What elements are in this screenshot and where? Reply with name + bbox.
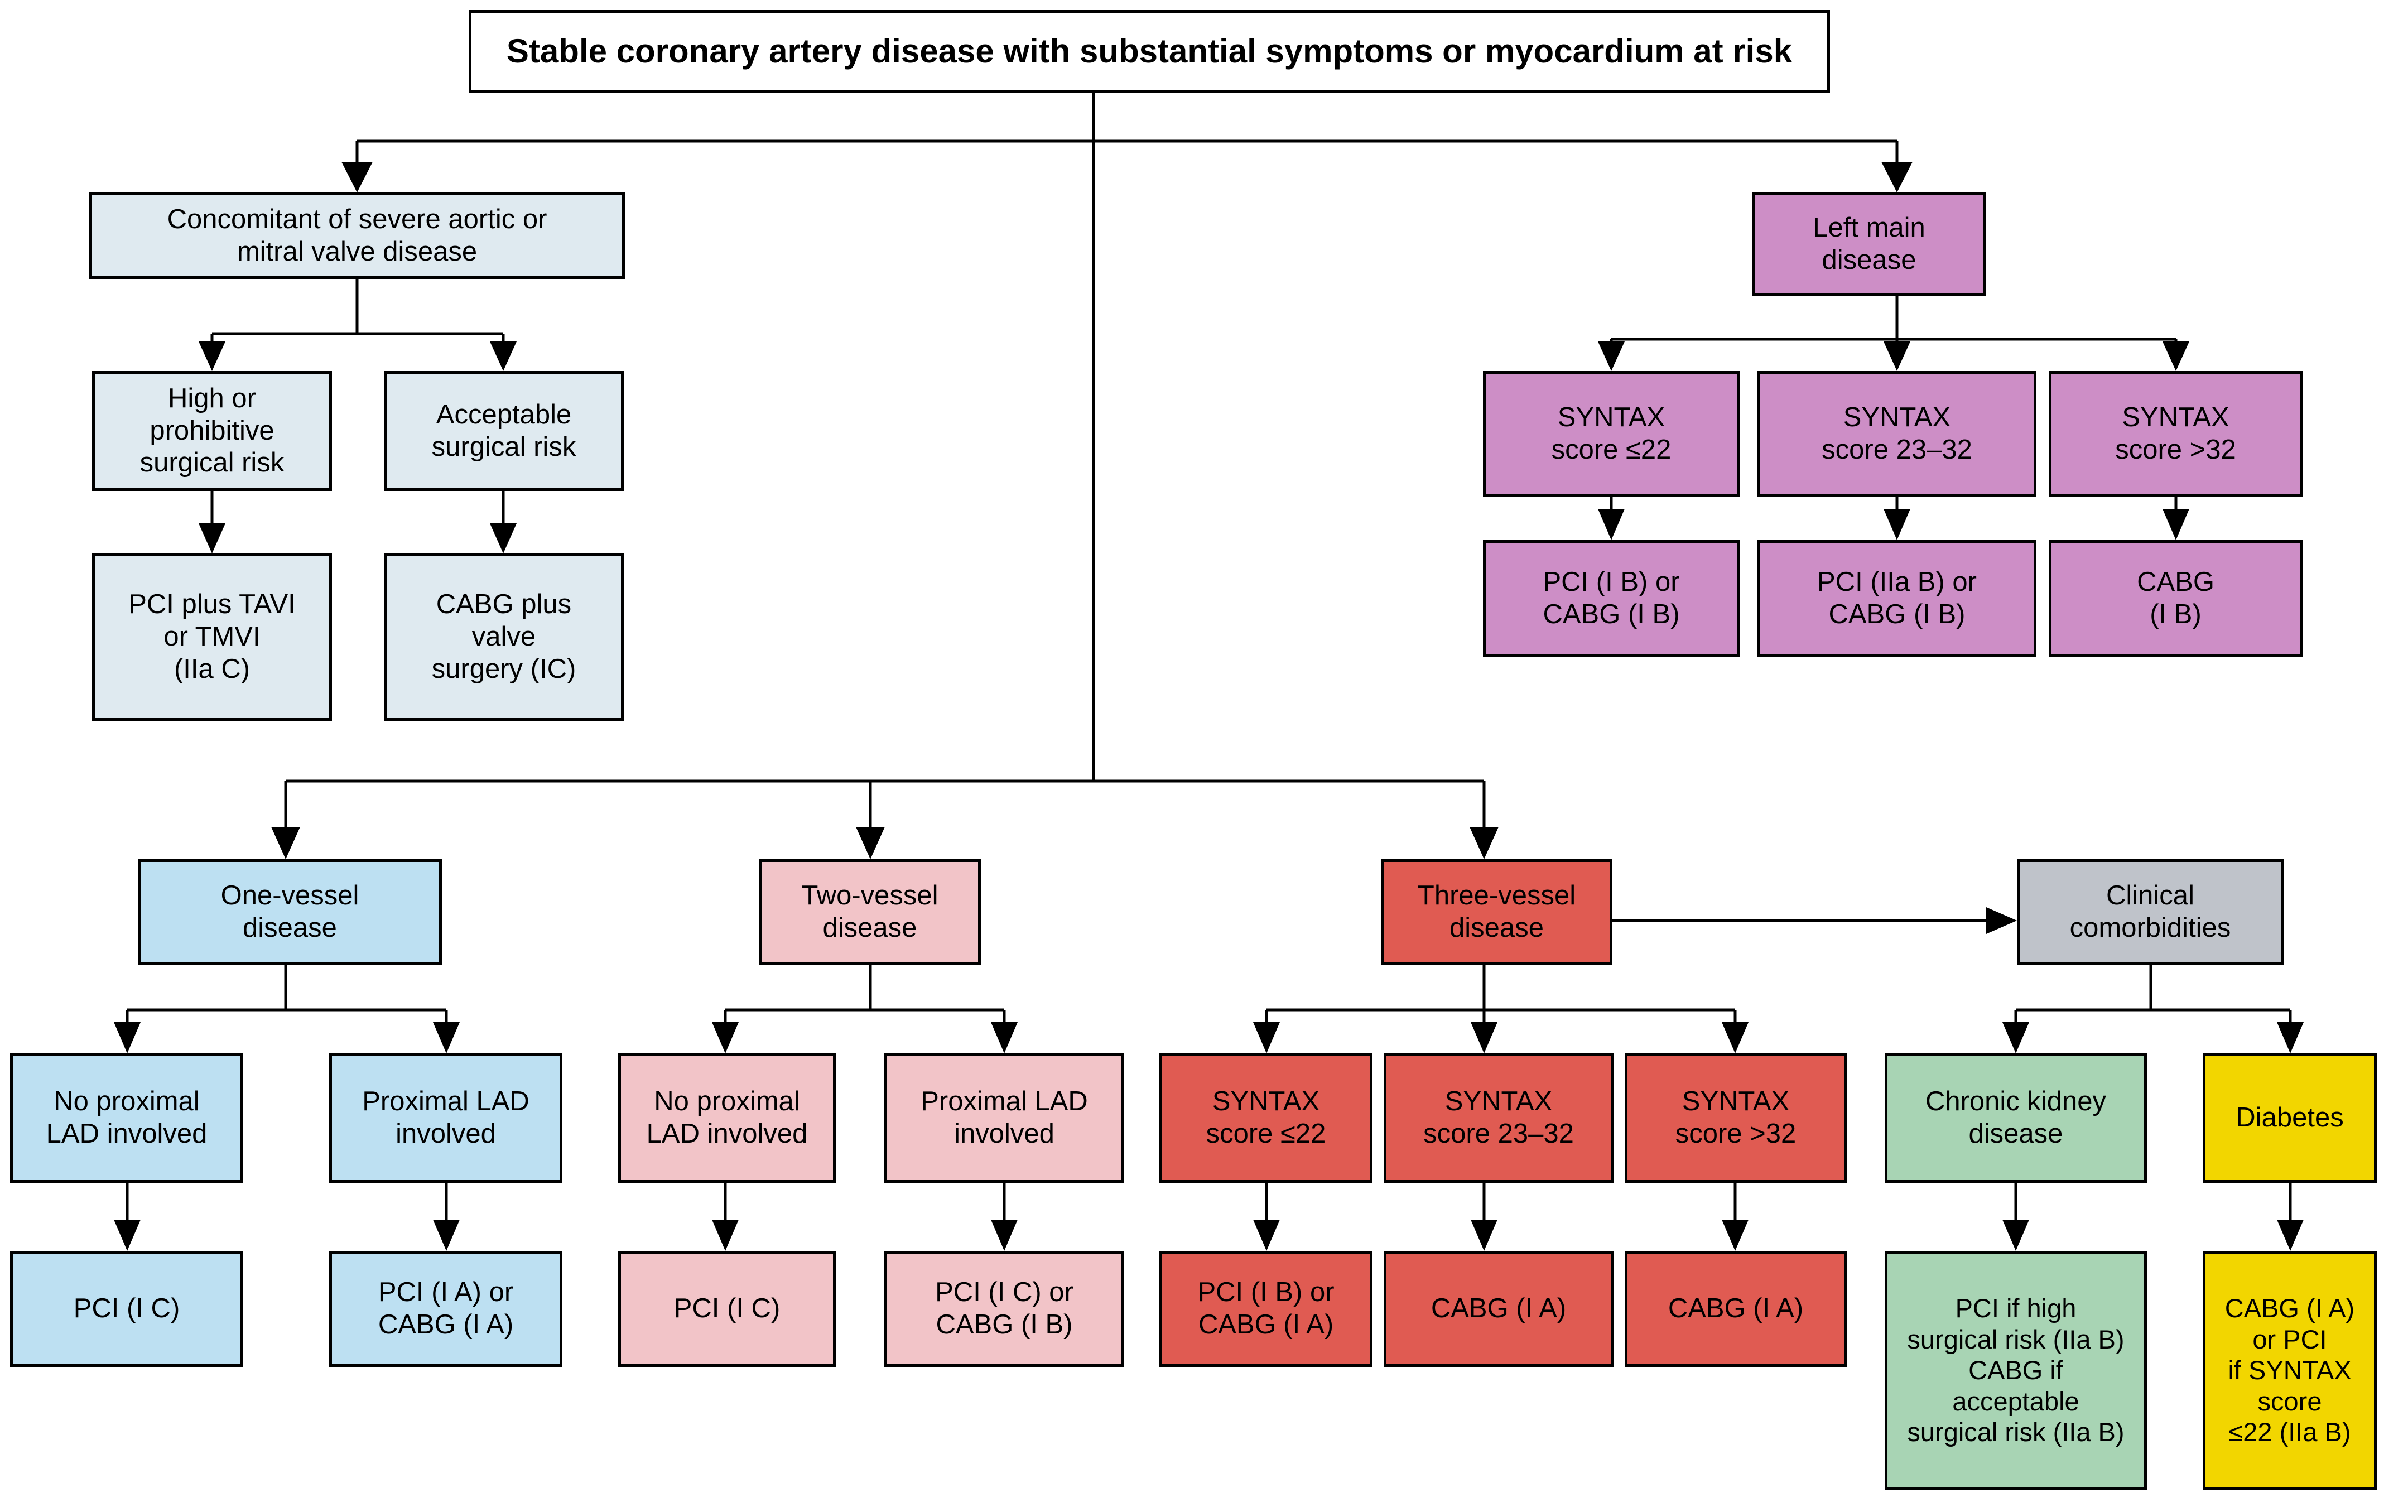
node-three-vessel-option-2[interactable]: SYNTAX score 23–32 — [1384, 1053, 1614, 1183]
node-one-vessel-option-1[interactable]: No proximal LAD involved — [10, 1053, 243, 1183]
node-comorbidities-option-2[interactable]: Diabetes — [2203, 1053, 2377, 1183]
node-valve-option-1[interactable]: High or prohibitive surgical risk — [92, 371, 332, 491]
node-label: SYNTAX score 23–32 — [1423, 1086, 1574, 1149]
node-label: PCI (I A) or CABG (I A) — [378, 1277, 514, 1340]
node-two-vessel-outcome-1[interactable]: PCI (I C) — [618, 1251, 836, 1367]
node-label: Three-vessel disease — [1417, 880, 1576, 943]
node-label: PCI (IIa B) or CABG (I B) — [1817, 567, 1977, 629]
node-left-main-option-2[interactable]: SYNTAX score 23–32 — [1757, 371, 2036, 497]
node-three-vessel-decision[interactable]: Three-vessel disease — [1381, 859, 1612, 965]
node-label: PCI (I C) or CABG (I B) — [935, 1277, 1073, 1340]
node-valve-option-2[interactable]: Acceptable surgical risk — [384, 371, 624, 491]
node-label: Acceptable surgical risk — [431, 399, 576, 462]
node-label: PCI if high surgical risk (IIa B) CABG i… — [1907, 1293, 2125, 1447]
node-left-main-decision[interactable]: Left main disease — [1752, 192, 1986, 296]
node-comorbidities-option-1[interactable]: Chronic kidney disease — [1885, 1053, 2147, 1183]
node-left-main-option-1[interactable]: SYNTAX score ≤22 — [1483, 371, 1740, 497]
node-comorbidities-outcome-2[interactable]: CABG (I A) or PCI if SYNTAX score ≤22 (I… — [2203, 1251, 2377, 1490]
node-left-main-option-3[interactable]: SYNTAX score >32 — [2049, 371, 2303, 497]
node-label: PCI (I B) or CABG (I B) — [1543, 567, 1680, 629]
node-valve-outcome-2[interactable]: CABG plus valve surgery (IC) — [384, 553, 624, 721]
node-label: PCI (I C) — [73, 1293, 180, 1324]
node-three-vessel-outcome-2[interactable]: CABG (I A) — [1384, 1251, 1614, 1367]
node-label: PCI plus TAVI or TMVI (IIa C) — [128, 589, 296, 684]
node-valve-outcome-1[interactable]: PCI plus TAVI or TMVI (IIa C) — [92, 553, 332, 721]
node-two-vessel-option-2[interactable]: Proximal LAD involved — [884, 1053, 1124, 1183]
node-three-vessel-option-1[interactable]: SYNTAX score ≤22 — [1159, 1053, 1372, 1183]
node-label: SYNTAX score ≤22 — [1206, 1086, 1326, 1149]
node-two-vessel-outcome-2[interactable]: PCI (I C) or CABG (I B) — [884, 1251, 1124, 1367]
node-two-vessel-option-1[interactable]: No proximal LAD involved — [618, 1053, 836, 1183]
node-one-vessel-outcome-2[interactable]: PCI (I A) or CABG (I A) — [329, 1251, 562, 1367]
node-label: No proximal LAD involved — [646, 1086, 808, 1149]
root-title-box[interactable]: Stable coronary artery disease with subs… — [469, 10, 1830, 93]
node-label: PCI (I C) — [673, 1293, 781, 1324]
node-label: Concomitant of severe aortic or mitral v… — [167, 204, 547, 267]
node-one-vessel-option-2[interactable]: Proximal LAD involved — [329, 1053, 562, 1183]
node-label: PCI (I B) or CABG (I A) — [1197, 1277, 1335, 1340]
node-two-vessel-decision[interactable]: Two-vessel disease — [759, 859, 981, 965]
node-comorbidities-decision[interactable]: Clinical comorbidities — [2017, 859, 2284, 965]
node-label: Proximal LAD involved — [362, 1086, 529, 1149]
node-label: CABG (I B) — [2137, 567, 2214, 629]
page-title: Stable coronary artery disease with subs… — [506, 32, 1793, 70]
node-label: Left main disease — [1813, 212, 1925, 275]
node-label: One-vessel disease — [220, 880, 359, 943]
node-left-main-outcome-1[interactable]: PCI (I B) or CABG (I B) — [1483, 540, 1740, 657]
node-label: SYNTAX score >32 — [1675, 1086, 1797, 1149]
node-one-vessel-outcome-1[interactable]: PCI (I C) — [10, 1251, 243, 1367]
node-left-main-outcome-3[interactable]: CABG (I B) — [2049, 540, 2303, 657]
node-valve-decision[interactable]: Concomitant of severe aortic or mitral v… — [89, 192, 625, 279]
node-label: Clinical comorbidities — [2069, 880, 2231, 943]
node-three-vessel-outcome-1[interactable]: PCI (I B) or CABG (I A) — [1159, 1251, 1372, 1367]
node-label: SYNTAX score 23–32 — [1822, 402, 1972, 465]
node-label: CABG (I A) or PCI if SYNTAX score ≤22 (I… — [2224, 1293, 2355, 1447]
node-label: CABG (I A) — [1431, 1293, 1567, 1324]
node-one-vessel-decision[interactable]: One-vessel disease — [138, 859, 442, 965]
node-label: Proximal LAD involved — [921, 1086, 1088, 1149]
node-label: SYNTAX score ≤22 — [1551, 402, 1672, 465]
node-label: Two-vessel disease — [801, 880, 938, 943]
node-label: SYNTAX score >32 — [2115, 402, 2236, 465]
node-left-main-outcome-2[interactable]: PCI (IIa B) or CABG (I B) — [1757, 540, 2036, 657]
node-comorbidities-outcome-1[interactable]: PCI if high surgical risk (IIa B) CABG i… — [1885, 1251, 2147, 1490]
node-three-vessel-option-3[interactable]: SYNTAX score >32 — [1625, 1053, 1847, 1183]
node-label: Chronic kidney disease — [1925, 1086, 2107, 1149]
node-label: No proximal LAD involved — [46, 1086, 208, 1149]
node-label: Diabetes — [2236, 1102, 2344, 1133]
node-label: CABG plus valve surgery (IC) — [431, 589, 576, 684]
node-label: CABG (I A) — [1668, 1293, 1804, 1324]
node-label: High or prohibitive surgical risk — [139, 383, 285, 478]
node-three-vessel-outcome-3[interactable]: CABG (I A) — [1625, 1251, 1847, 1367]
